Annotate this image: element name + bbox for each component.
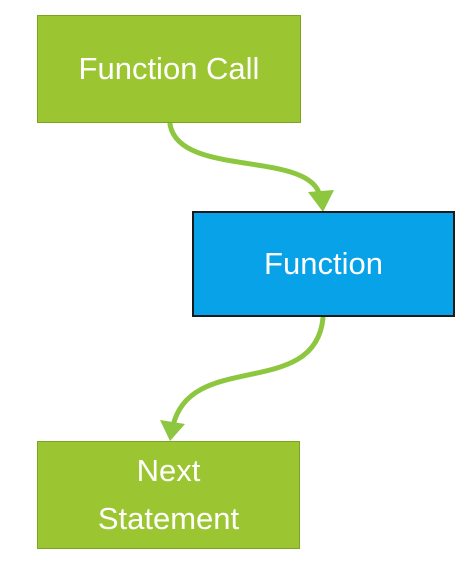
function-label: Function	[264, 245, 383, 281]
next-statement-label: Next Statement	[97, 452, 240, 536]
function-node: Function	[192, 211, 455, 317]
next-statement-node: Next Statement	[37, 441, 300, 549]
arrowhead-to-function	[308, 190, 334, 212]
arrowhead-to-next	[160, 420, 185, 441]
function-call-label: Function Call	[78, 50, 260, 86]
connector-call-to-function	[167, 121, 323, 199]
connector-function-to-next	[170, 315, 326, 429]
function-call-node: Function Call	[37, 15, 301, 123]
